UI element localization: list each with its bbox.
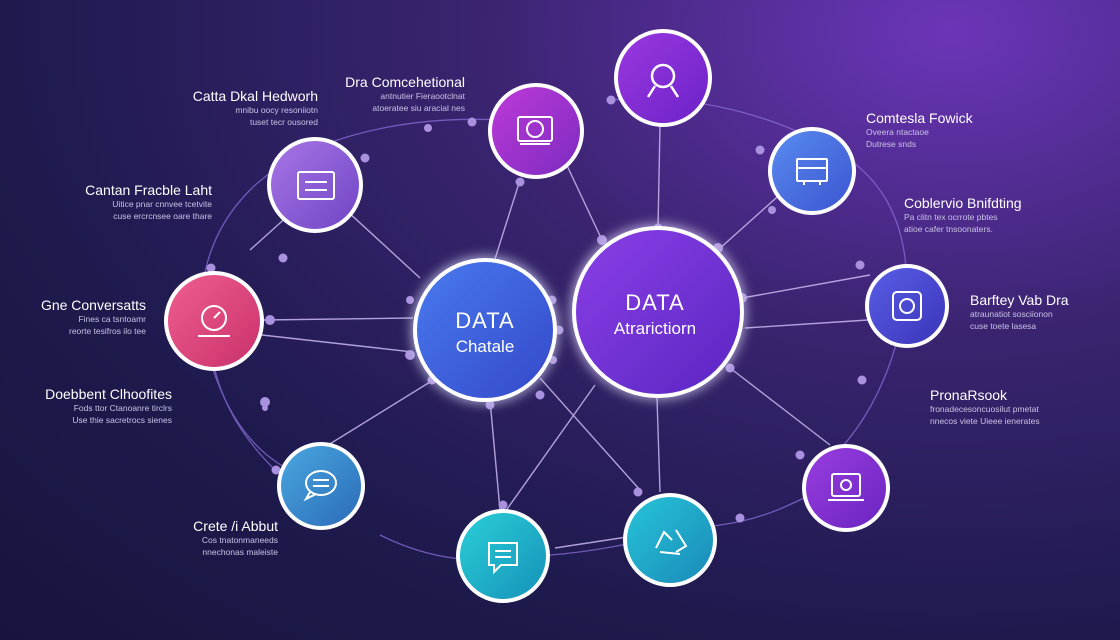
node-contesla[interactable] — [768, 127, 856, 215]
recycle-icon — [655, 529, 688, 555]
hub-title: DATA — [625, 290, 684, 315]
node-desc-line: reorte tesifros ilo tee — [68, 326, 146, 336]
node-desc-line: nnecos viete Uieee ienerates — [930, 416, 1040, 426]
node-label: Barftey Vab Dra — [970, 292, 1069, 308]
node-desc-line: Fines ca tsntoamr — [78, 314, 146, 324]
node-create[interactable] — [277, 442, 365, 530]
message-icon — [488, 542, 518, 575]
node-desc-line: fronadecesoncuosilut pmetat — [930, 404, 1039, 414]
node-conventional[interactable] — [488, 83, 584, 179]
node-desc-line: Dutrese snds — [866, 139, 917, 149]
hub-title: DATA — [455, 308, 514, 333]
node-desc-line: mnibu oocy resoniiotn — [235, 105, 318, 115]
label-doebent: Doebbent Clhoofites Fods ttor Ctanoanre … — [0, 386, 172, 426]
terminal-icon — [828, 473, 864, 501]
node-desc-line: atoeratee siu aracial nes — [372, 103, 465, 113]
label-cantan: Cantan Fracble Laht Uitice pnar cnnvee t… — [0, 182, 212, 222]
label-gne: Gne Conversatts Fines ca tsntoamr reorte… — [0, 297, 146, 337]
dashboard-icon — [796, 158, 828, 185]
label-bantey: Barftey Vab Dra atraunatiot sosciionon c… — [970, 292, 1120, 332]
node-desc-line: atraunatiot sosciionon — [970, 309, 1053, 319]
node-desc-line: atioe cafer tnsoonaters. — [904, 224, 993, 234]
chat-icon — [303, 470, 337, 502]
node-label: PronaRsook — [930, 387, 1008, 403]
node-desc-line: Fods ttor Ctanoanre tirclrs — [73, 403, 172, 413]
node-bantey[interactable] — [865, 264, 949, 348]
search-icon — [646, 63, 680, 98]
node-top[interactable] — [614, 29, 712, 127]
node-desc-line: cuse ercrcnsee oare thare — [113, 211, 212, 221]
node-desc-line: Cos tnatonmaneeds — [201, 535, 278, 545]
hub-data-atrarictiorn[interactable]: DATA Atrarictiorn — [572, 226, 744, 398]
node-label: Crete /i Abbut — [193, 518, 278, 534]
document-icon — [297, 171, 335, 200]
node-desc-line: cuse toete lasesa — [970, 321, 1037, 331]
node-message[interactable] — [456, 509, 550, 603]
hub-subtitle: Atrarictiorn — [614, 319, 696, 338]
node-label: Gne Conversatts — [40, 297, 146, 313]
label-coblervio: Coblervio Bnifdting Pa clitn tex ocrrote… — [904, 195, 1120, 235]
node-desc-line: Pa clitn tex ocrrote pbtes — [904, 212, 998, 222]
hub-subtitle: Chatale — [456, 337, 515, 356]
node-terminal[interactable] — [802, 444, 890, 532]
node-label: Doebbent Clhoofites — [45, 386, 172, 402]
node-desc-line: antnutier Fieraootclnat — [380, 91, 465, 101]
monitor-icon — [517, 116, 553, 145]
analytics-icon — [892, 291, 922, 321]
node-label: Coblervio Bnifdting — [904, 195, 1022, 211]
node-label: Comtesla Fowick — [866, 110, 973, 126]
connector-dots — [206, 95, 867, 524]
node-label: Catta Dkal Hedworh — [192, 88, 318, 104]
hub-data-chatale[interactable]: DATA Chatale — [413, 258, 557, 402]
node-label: Cantan Fracble Laht — [85, 182, 212, 198]
node-recycle[interactable] — [623, 493, 717, 587]
node-desc-line: Uitice pnar cnnvee tcetvite — [112, 199, 212, 209]
node-desc-line: Oveera ntactaoe — [866, 127, 929, 137]
label-create: Crete /i Abbut Cos tnatonmaneeds nnechon… — [58, 518, 278, 558]
label-conventional: Dra Comcehetional antnutier Fieraootclna… — [245, 74, 465, 114]
label-contesla: Comtesla Fowick Oveera ntactaoe Dutrese … — [866, 110, 1086, 150]
node-desc-line: nnechonas maleiste — [202, 547, 278, 557]
node-desc-line: Use thie sacretrocs sienes — [72, 415, 172, 425]
node-desc-line: tuset tecr ousored — [249, 117, 318, 127]
node-data-dial[interactable] — [267, 137, 363, 233]
node-gne[interactable] — [164, 271, 264, 371]
label-data-dial: Catta Dkal Hedworh mnibu oocy resoniiotn… — [98, 88, 318, 128]
gauge-icon — [198, 305, 230, 337]
node-label: Dra Comcehetional — [345, 74, 465, 90]
label-pronarsook: PronaRsook fronadecesoncuosilut pmetat n… — [930, 387, 1120, 427]
